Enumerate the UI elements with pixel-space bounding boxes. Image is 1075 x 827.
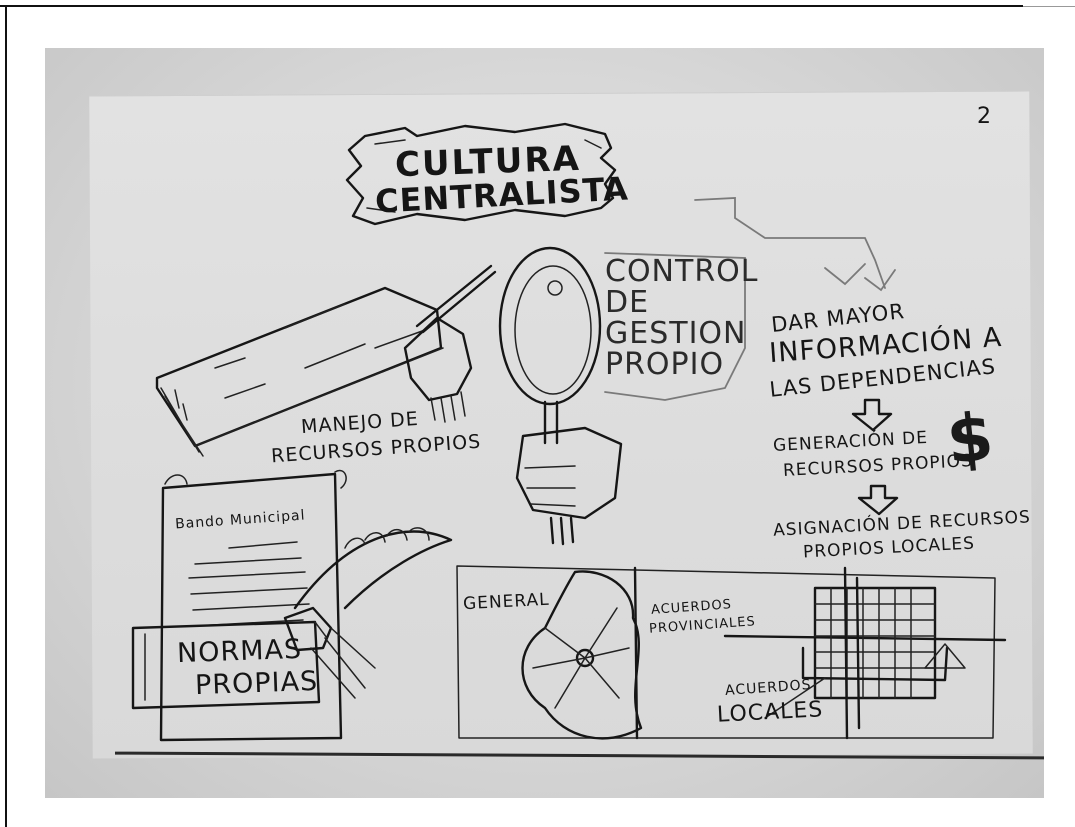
checkbook-illustration (155, 264, 497, 457)
normas-box (131, 620, 321, 710)
control-callout (604, 252, 746, 401)
title-banner (345, 122, 617, 226)
normas-line-2: PROPIAS (194, 665, 319, 702)
down-arrow-1 (851, 398, 893, 432)
normas-line-1: NORMAS (176, 633, 303, 670)
frame-left-border (5, 5, 7, 827)
page-number: 2 (977, 104, 992, 129)
sketch-photo: 2 CULTURA CENTRALISTA CONTROL DE GESTION… (45, 48, 1044, 798)
dollar-sign-icon: $ (943, 397, 998, 480)
frame-top-border (0, 5, 1023, 7)
map-illustration (456, 565, 1007, 740)
sketch-drawing (131, 122, 1007, 742)
down-arrow-2 (857, 484, 899, 516)
flow-arrow-top (694, 197, 896, 292)
control-gestion-label: CONTROL DE GESTION PROPIO (605, 254, 759, 382)
frame-top-border-end (1023, 6, 1075, 7)
magnifying-glass-illustration (498, 246, 623, 546)
